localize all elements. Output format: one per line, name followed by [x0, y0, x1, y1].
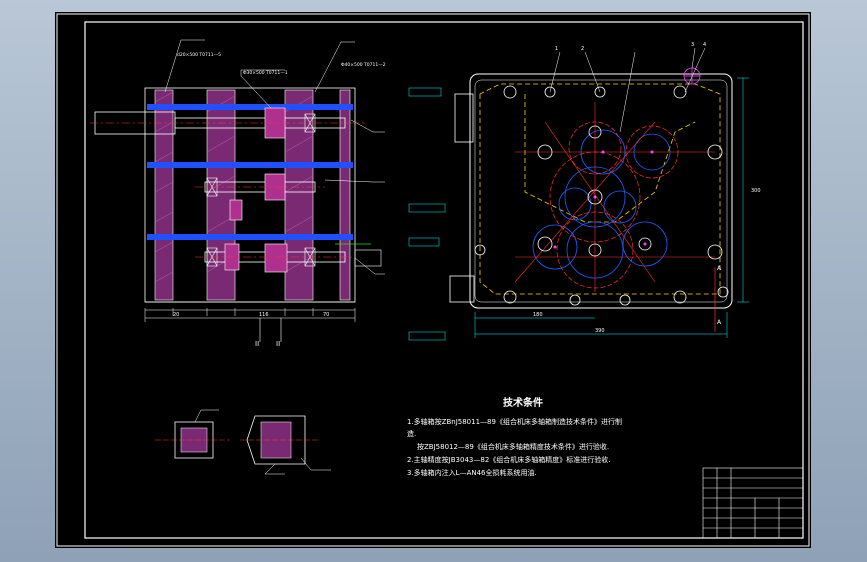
- section-a-bottom: A: [717, 319, 722, 326]
- tech-line-1: 1.多轴箱按ZBnJ58011—89《组合机床多轴箱制造技术条件》进行制: [407, 417, 622, 426]
- section-a-top: A: [717, 265, 722, 272]
- cad-drawing: 20 116 70 II II d20×500 T0711—5: [56, 13, 810, 547]
- title-block: [702, 467, 804, 539]
- tech-line-4: 2.主轴精度按JB3043—82《组合机床多轴箱精度》标准进行验收.: [407, 455, 611, 464]
- dim-70: 70: [323, 312, 329, 318]
- dim-width-main: 390: [595, 328, 605, 334]
- dim-116: 116: [259, 312, 269, 318]
- tech-line-5: 3.多轴箱内注入L—AN46全损耗系统用油.: [407, 468, 537, 477]
- tech-title: 技术条件: [503, 396, 543, 409]
- outer-frame: [56, 13, 810, 547]
- leader-note-2: Φ30×500 T0711—1: [243, 70, 288, 76]
- drawing-sheet[interactable]: 20 116 70 II II d20×500 T0711—5: [55, 12, 811, 548]
- dim-width-sub: 180: [533, 312, 543, 318]
- detail-views: [155, 409, 331, 475]
- callout-4: 4: [703, 42, 706, 48]
- callout-3: 3: [691, 42, 694, 48]
- dim-height: 300: [751, 188, 761, 194]
- dim-20: 20: [173, 312, 179, 318]
- right-layout-view: 390 180 300 A A 1 2 3 4: [408, 42, 761, 341]
- leader-note-3: Φ40×500 T0711—2: [341, 62, 386, 68]
- tech-line-2: 造.: [407, 429, 416, 438]
- inner-frame: [84, 21, 804, 539]
- section-mark-right: II: [276, 340, 280, 348]
- tech-line-3: 按ZBJ58012—89《组合机床多轴箱精度技术条件》进行验收.: [417, 442, 609, 451]
- left-section-view: 20 116 70 II II d20×500 T0711—5: [90, 39, 386, 348]
- callout-2: 2: [581, 46, 584, 52]
- leader-note-1: d20×500 T0711—5: [177, 52, 221, 58]
- tech-requirements: 技术条件 1.多轴箱按ZBnJ58011—89《组合机床多轴箱制造技术条件》进行…: [407, 396, 622, 477]
- section-mark-left: II: [255, 340, 259, 348]
- callout-1: 1: [555, 46, 558, 52]
